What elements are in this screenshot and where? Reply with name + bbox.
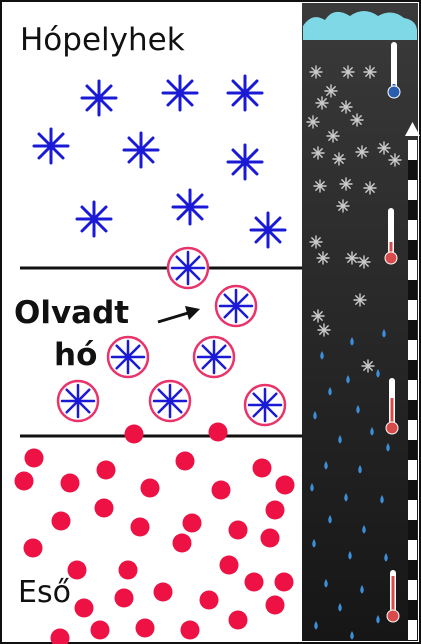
raindrop-icon [266, 596, 285, 615]
small-snowflake-icon [337, 200, 349, 212]
small-snowflake-icon [364, 182, 376, 194]
small-snowflake-icon [312, 310, 324, 322]
small-snowflake-icon [346, 252, 358, 264]
raindrop-icon [276, 476, 295, 495]
small-snowflake-icon [340, 101, 352, 113]
raindrop-icon [229, 521, 248, 540]
raindrop-icon [220, 556, 239, 575]
small-snowflake-icon [342, 66, 354, 78]
altitude-scale [408, 140, 417, 640]
raindrop-icon [61, 474, 80, 493]
small-snowflake-icon [327, 130, 339, 142]
raindrop-icon [91, 621, 110, 640]
raindrop-icon [173, 534, 192, 553]
raindrop-icon [97, 461, 116, 480]
raindrop-icon [75, 599, 94, 618]
raindrop-icon [115, 589, 134, 608]
snowflake-icon [82, 81, 116, 115]
small-snowflake-icon [314, 180, 326, 192]
small-snowflake-icon [316, 97, 328, 109]
melted-snowflake-icon [245, 385, 285, 425]
melted-snowflake-icon [194, 337, 234, 377]
raindrop-icon [261, 529, 280, 548]
raindrop-icon [24, 539, 43, 558]
snowflake-icon [173, 190, 207, 224]
raindrop-icon [253, 459, 272, 478]
snowflakes-label: Hópelyhek [20, 22, 185, 58]
raindrop-icon [131, 518, 150, 537]
raindrop-icon [183, 514, 202, 533]
snowflake-icon [251, 213, 285, 247]
melted-snowflake-icon [58, 381, 98, 421]
small-snowflake-icon [358, 256, 370, 268]
raindrop-icon [15, 472, 34, 491]
small-snowflake-icon [364, 66, 376, 78]
small-snowflake-icon [340, 178, 352, 190]
snowflake-icon [228, 145, 262, 179]
small-snowflake-icon [356, 146, 368, 158]
raindrop-icon [176, 452, 195, 471]
raindrop-icon [125, 425, 144, 444]
atmosphere-panel [301, 3, 420, 641]
raindrop-icon [141, 479, 160, 498]
raindrop-icon [245, 573, 264, 592]
raindrop-icon [181, 621, 200, 640]
melted-snow-label-line2: hó [54, 337, 97, 373]
snowflake-icon [124, 133, 158, 167]
raindrop-icon [266, 501, 285, 520]
small-snowflake-icon [351, 114, 363, 126]
snowflake-icon [34, 129, 68, 163]
small-snowflake-icon [333, 153, 345, 165]
melted-snowflake-icon [216, 286, 256, 326]
raindrop-icon [119, 561, 138, 580]
snowflake-icon [77, 202, 111, 236]
melted-snowflake-icon [168, 248, 208, 288]
raindrop-icon [229, 611, 248, 630]
raindrop-icon [136, 619, 155, 638]
small-snowflake-icon [310, 66, 322, 78]
small-snowflake-icon [310, 236, 322, 248]
small-snowflake-icon [325, 85, 337, 97]
melted-snowflake-icon [108, 337, 148, 377]
small-snowflake-icon [354, 294, 366, 306]
raindrop-icon [209, 423, 228, 442]
raindrop-icon [154, 583, 173, 602]
raindrop-icon [52, 512, 71, 531]
rain-label: Eső [18, 575, 71, 610]
raindrop-icon [95, 499, 114, 518]
melted-snow-label-line1: Olvadt [14, 295, 129, 331]
small-snowflake-icon [318, 324, 330, 336]
small-snowflake-icon [378, 142, 390, 154]
raindrop-icon [200, 591, 219, 610]
small-snowflake-icon [307, 116, 319, 128]
raindrop-icon [275, 573, 294, 592]
snowflake-icon [228, 76, 262, 110]
raindrop-icon [212, 481, 231, 500]
small-snowflake-icon [312, 147, 324, 159]
small-snowflake-icon [362, 360, 374, 372]
small-snowflake-icon [317, 252, 329, 264]
melted-snowflake-icon [150, 381, 190, 421]
snowflake-icon [163, 76, 197, 110]
raindrop-icon [25, 449, 44, 468]
small-snowflake-icon [389, 154, 401, 166]
